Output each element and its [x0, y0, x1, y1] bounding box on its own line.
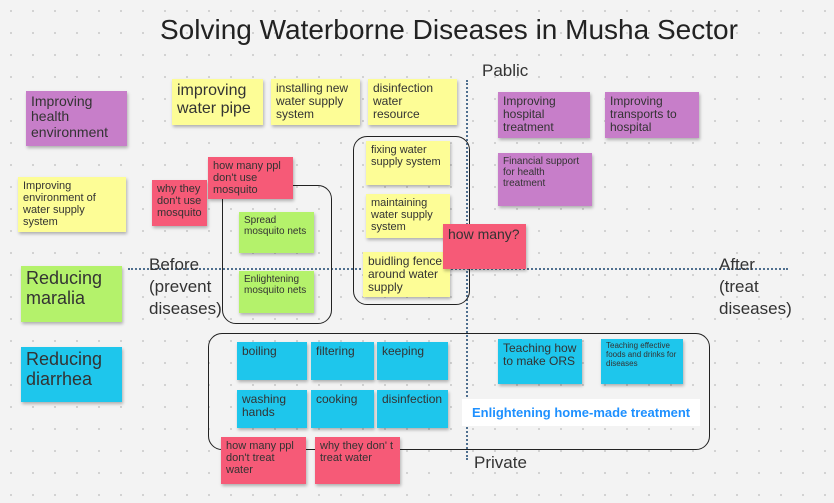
note-washing-hands[interactable]: washing hands	[237, 390, 307, 428]
note-improving-water-pipe[interactable]: improving water pipe	[172, 79, 263, 125]
note-disinfection[interactable]: disinfection	[377, 390, 448, 428]
note-installing-new-water-supply[interactable]: installing new water supply system	[271, 79, 360, 125]
note-teaching-foods[interactable]: Teaching effective foods and drinks for …	[601, 339, 683, 384]
water-supply-group-frame	[353, 136, 470, 305]
note-filtering[interactable]: filtering	[311, 342, 374, 380]
diarrhea-group-frame	[208, 333, 710, 450]
page-title: Solving Waterborne Diseases in Musha Sec…	[160, 14, 738, 45]
horizontal-axis-line	[128, 268, 788, 270]
note-enlightening-mosquito-nets[interactable]: Enlightening mosquito nets	[239, 271, 314, 313]
note-disinfection-water-resource[interactable]: disinfection water resource	[368, 79, 457, 125]
note-boiling[interactable]: boiling	[237, 342, 307, 380]
note-improving-hospital-treatment[interactable]: Improving hospital treatment	[498, 92, 590, 138]
note-improving-transports[interactable]: Improving transports to hospital	[605, 92, 699, 138]
axis-label-right: After (treat diseases)	[719, 255, 792, 319]
note-cooking[interactable]: cooking	[311, 390, 374, 428]
note-how-many-no-treat[interactable]: how many ppl don't treat water	[221, 437, 306, 484]
note-why-no-treat[interactable]: why they don' t treat water	[315, 437, 400, 484]
note-spread-mosquito-nets[interactable]: Spread mosquito nets	[239, 212, 314, 253]
note-teaching-ors[interactable]: Teaching how to make ORS	[498, 339, 582, 384]
note-fixing-water-supply[interactable]: fixing water supply system	[366, 141, 450, 185]
enlightening-home-made-treatment-label[interactable]: Enlightening home-made treatment	[462, 399, 701, 426]
row-label-health-environment[interactable]: Improving health environment	[26, 91, 127, 146]
vertical-axis-line	[466, 80, 468, 460]
axis-label-bottom: Private	[474, 453, 527, 472]
note-maintaining-water-supply[interactable]: maintaining water supply system	[366, 194, 450, 238]
axis-label-left: Before (prevent diseases)	[149, 255, 222, 319]
row-label-water-supply-environment[interactable]: Improving environment of water supply sy…	[18, 177, 126, 232]
note-how-many-no-mosquito-nets[interactable]: how many ppl don't use mosquito	[208, 157, 293, 199]
note-building-fence[interactable]: buidling fence around water supply	[363, 252, 450, 297]
row-label-reducing-diarrhea[interactable]: Reducing diarrhea	[21, 347, 122, 402]
note-why-no-mosquito-nets[interactable]: why they don't use mosquito	[152, 180, 207, 226]
note-how-many[interactable]: how many?	[443, 224, 526, 269]
note-keeping[interactable]: keeping	[377, 342, 448, 380]
note-financial-support[interactable]: Financial support for health treatment	[498, 153, 592, 206]
axis-label-top: Pablic	[482, 61, 529, 80]
row-label-reducing-malaria[interactable]: Reducing maralia	[21, 266, 122, 322]
